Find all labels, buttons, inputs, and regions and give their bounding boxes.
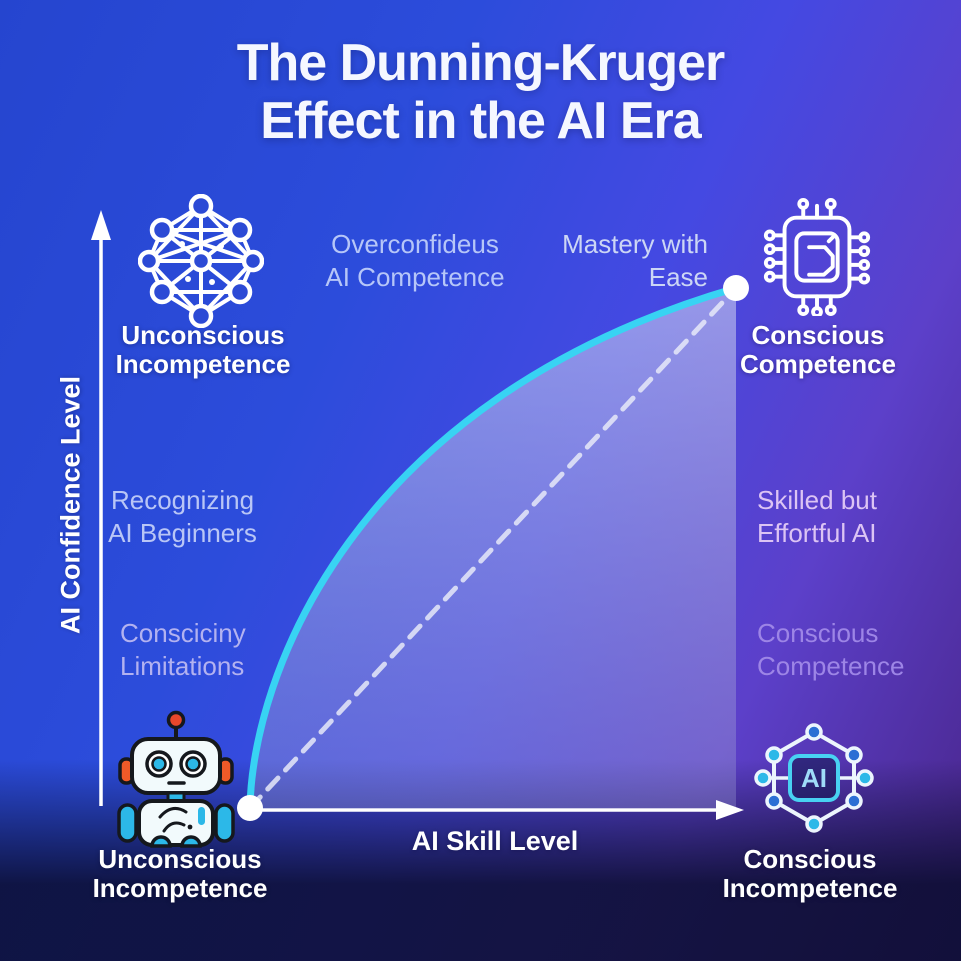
- ai-hexagon-icon: AI: [754, 723, 874, 833]
- stage-label-bottom-right: Conscious Incompetence: [690, 844, 930, 904]
- annotation-recognizing-line1: Recognizing: [110, 485, 255, 515]
- stage-top-left-line1: Unconscious: [121, 320, 285, 350]
- stage-top-left-line2: Incompetence: [115, 349, 291, 380]
- y-axis-label: AI Confidence Level: [55, 375, 86, 635]
- confidence-curve: [246, 284, 740, 812]
- title-line-2: Effect in the AI Era: [260, 92, 701, 151]
- stage-label-bottom-left: Unconscious Incompetence: [60, 844, 300, 904]
- annotation-skilled-line2: Effortful AI: [757, 517, 877, 548]
- annotation-recognizing-line2: AI Beginners: [108, 517, 257, 548]
- robot-antenna: [166, 710, 186, 730]
- curve-start-dot: [237, 795, 263, 821]
- annotation-conscious-right-line2: Competence: [757, 650, 905, 681]
- page-title: The Dunning-Kruger Effect in the AI Era: [0, 34, 961, 150]
- annotation-recognizing-ai-beginners: Recognizing AI Beginners: [85, 484, 280, 549]
- robot-icon: [117, 710, 235, 848]
- annotation-limitations-line1: Consciciny: [120, 618, 246, 648]
- annotation-skilled-but-effortful: Skilled but Effortful AI: [757, 484, 877, 549]
- title-line-1: The Dunning-Kruger: [236, 34, 726, 92]
- annotation-mastery-line1: Mastery with: [562, 229, 708, 259]
- y-axis-arrowhead: [91, 210, 111, 240]
- annotation-overconfident-ai-competence: Overconfideus AI Competence: [305, 228, 525, 293]
- annotation-limitations-line2: Limitations: [120, 650, 245, 681]
- stage-label-top-right: Conscious Competence: [703, 320, 933, 380]
- stage-bottom-left-line1: Unconscious: [98, 844, 262, 874]
- annotation-limitations: Consciciny Limitations: [120, 617, 246, 682]
- neural-network-icon: [138, 194, 264, 328]
- neural-network-dots: [179, 241, 224, 285]
- annotation-overconfident-line2: AI Competence: [325, 261, 505, 292]
- x-axis: [252, 800, 744, 820]
- annotation-skilled-line1: Skilled but: [757, 485, 877, 515]
- ai-badge-text: AI: [801, 763, 827, 793]
- annotation-conscious-competence-right: Conscious Competence: [757, 617, 904, 682]
- ai-badge: [788, 754, 840, 802]
- stage-bottom-right-line2: Incompetence: [722, 873, 898, 904]
- annotation-mastery-line2: Ease: [648, 261, 708, 292]
- robot-head: [130, 737, 222, 795]
- stage-label-top-left: Unconscious Incompetence: [88, 320, 318, 380]
- annotation-mastery-with-ease: Mastery with Ease: [540, 228, 708, 293]
- stage-bottom-left-line2: Incompetence: [92, 873, 268, 904]
- annotation-conscious-right-line1: Conscious: [757, 618, 879, 648]
- y-axis: [91, 210, 111, 806]
- x-axis-label: AI Skill Level: [411, 826, 579, 856]
- x-axis-arrowhead: [716, 800, 744, 820]
- dashed-reference-line: [247, 285, 739, 811]
- stage-top-right-line1: Conscious: [751, 320, 885, 350]
- stage-top-right-line2: Competence: [739, 349, 897, 380]
- curve-end-dot: [723, 275, 749, 301]
- microchip-icon: [763, 198, 871, 316]
- annotation-overconfident-line1: Overconfideus: [331, 229, 499, 259]
- stage-bottom-right-line1: Conscious: [743, 844, 877, 874]
